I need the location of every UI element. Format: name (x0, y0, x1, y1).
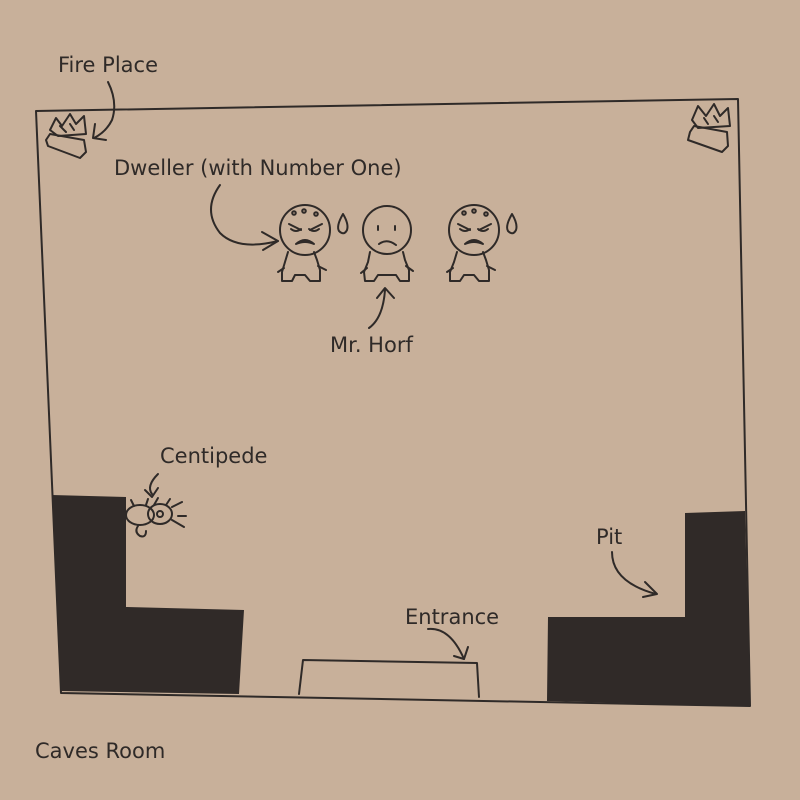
dweller-icon (277, 204, 349, 282)
arrow-icon (611, 551, 658, 598)
arrow-icon (427, 627, 469, 660)
arrow-icon (144, 473, 159, 498)
arrow-icon (92, 81, 116, 141)
pit-left (52, 495, 244, 694)
arrow-icon (368, 287, 395, 329)
arrow-icon (210, 184, 279, 251)
pit-right (547, 511, 750, 706)
mr-horf-icon (360, 205, 414, 282)
fireplace-icon (45, 113, 87, 159)
entrance-outline (298, 659, 480, 698)
centipede-icon (125, 497, 187, 538)
dweller-icon (446, 204, 518, 282)
fireplace-icon (687, 103, 731, 153)
